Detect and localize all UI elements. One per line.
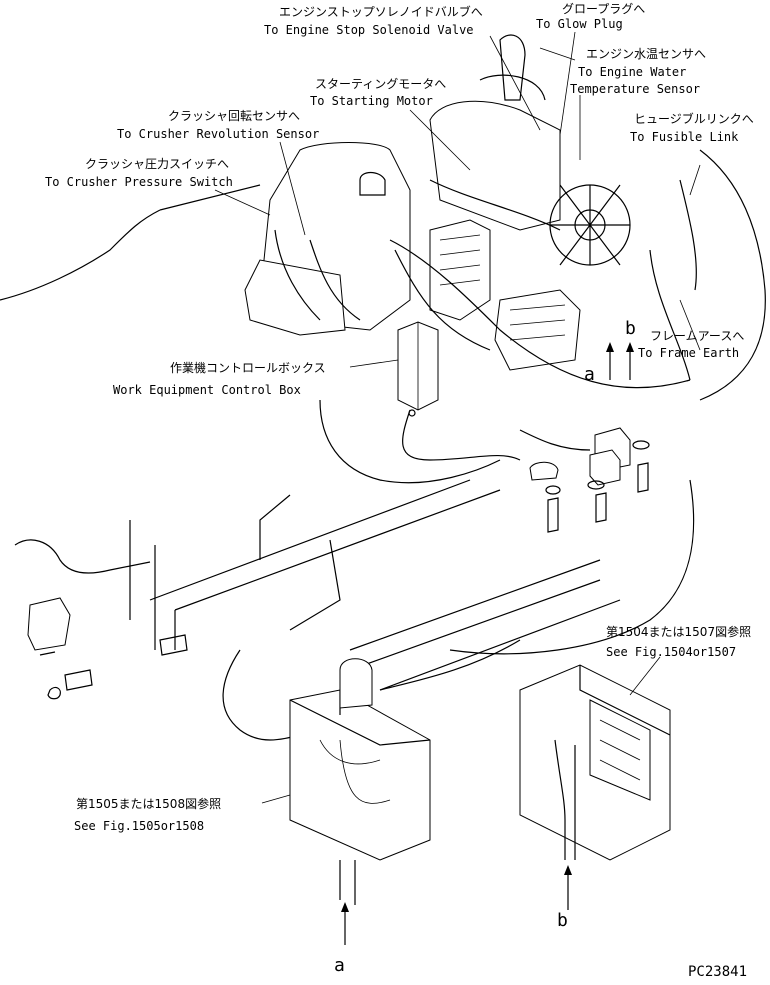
crusher-press-label-en: To Crusher Pressure Switch: [45, 175, 233, 189]
fusible-link-label-jp: ヒュージブルリンクへ: [634, 112, 754, 126]
harness: [274, 179, 697, 461]
control-box-label-jp: 作業機コントロールボックス: [170, 361, 326, 375]
frame-beam: [149, 479, 621, 691]
engine: [429, 34, 631, 266]
valve-cluster: [429, 219, 581, 371]
leader-lines: [214, 31, 701, 804]
stop-solenoid-label-jp: エンジンストップソレノイドバルブへ: [279, 5, 483, 19]
glow-plug-label-en: To Glow Plug: [536, 17, 623, 31]
stop-solenoid-label-en: To Engine Stop Solenoid Valve: [264, 23, 474, 37]
fusible-link-label-en: To Fusible Link: [630, 130, 739, 144]
fig1505-label-en: See Fig.1505or1508: [74, 819, 205, 833]
relays: [529, 427, 631, 486]
fig1504-label-jp: 第1504または1507図参照: [606, 625, 752, 639]
figure-id: PC23841: [688, 964, 748, 980]
control-box-shape: [397, 321, 439, 417]
fig1504-label-en: See Fig.1504or1507: [606, 645, 737, 659]
connector-arrows: [341, 342, 634, 945]
connector-a-upper: a: [584, 364, 595, 385]
bolts: [545, 440, 650, 533]
glow-plug-label-jp: グロープラグへ: [562, 2, 646, 16]
water-temp-label-jp: エンジン水温センサへ: [586, 47, 707, 61]
crusher-rev-label-jp: クラッシャ回転センサへ: [168, 109, 301, 123]
panel-box: [519, 664, 671, 861]
crusher-press-label-jp: クラッシャ圧力スイッチへ: [85, 157, 230, 171]
tank: [244, 142, 411, 336]
connector-a-lower: a: [334, 955, 345, 976]
connector-b-upper: b: [625, 318, 636, 339]
lamp-assembly: [14, 520, 188, 700]
frame-outline: [0, 149, 766, 741]
water-temp-label-en2: Temperature Sensor: [570, 82, 701, 96]
water-temp-label-en1: To Engine Water: [578, 65, 687, 79]
starting-motor-label-jp: スターティングモータへ: [315, 77, 447, 91]
frame-earth-label-jp: フレームアースへ: [650, 329, 745, 343]
control-box-label-en: Work Equipment Control Box: [113, 383, 301, 397]
starting-motor-label-en: To Starting Motor: [310, 94, 433, 108]
beacon-box: [289, 658, 431, 905]
connector-b-lower: b: [557, 910, 568, 931]
frame-earth-label-en: To Frame Earth: [638, 346, 740, 360]
fig1505-label-jp: 第1505または1508図参照: [76, 797, 222, 811]
crusher-rev-label-en: To Crusher Revolution Sensor: [117, 127, 320, 141]
